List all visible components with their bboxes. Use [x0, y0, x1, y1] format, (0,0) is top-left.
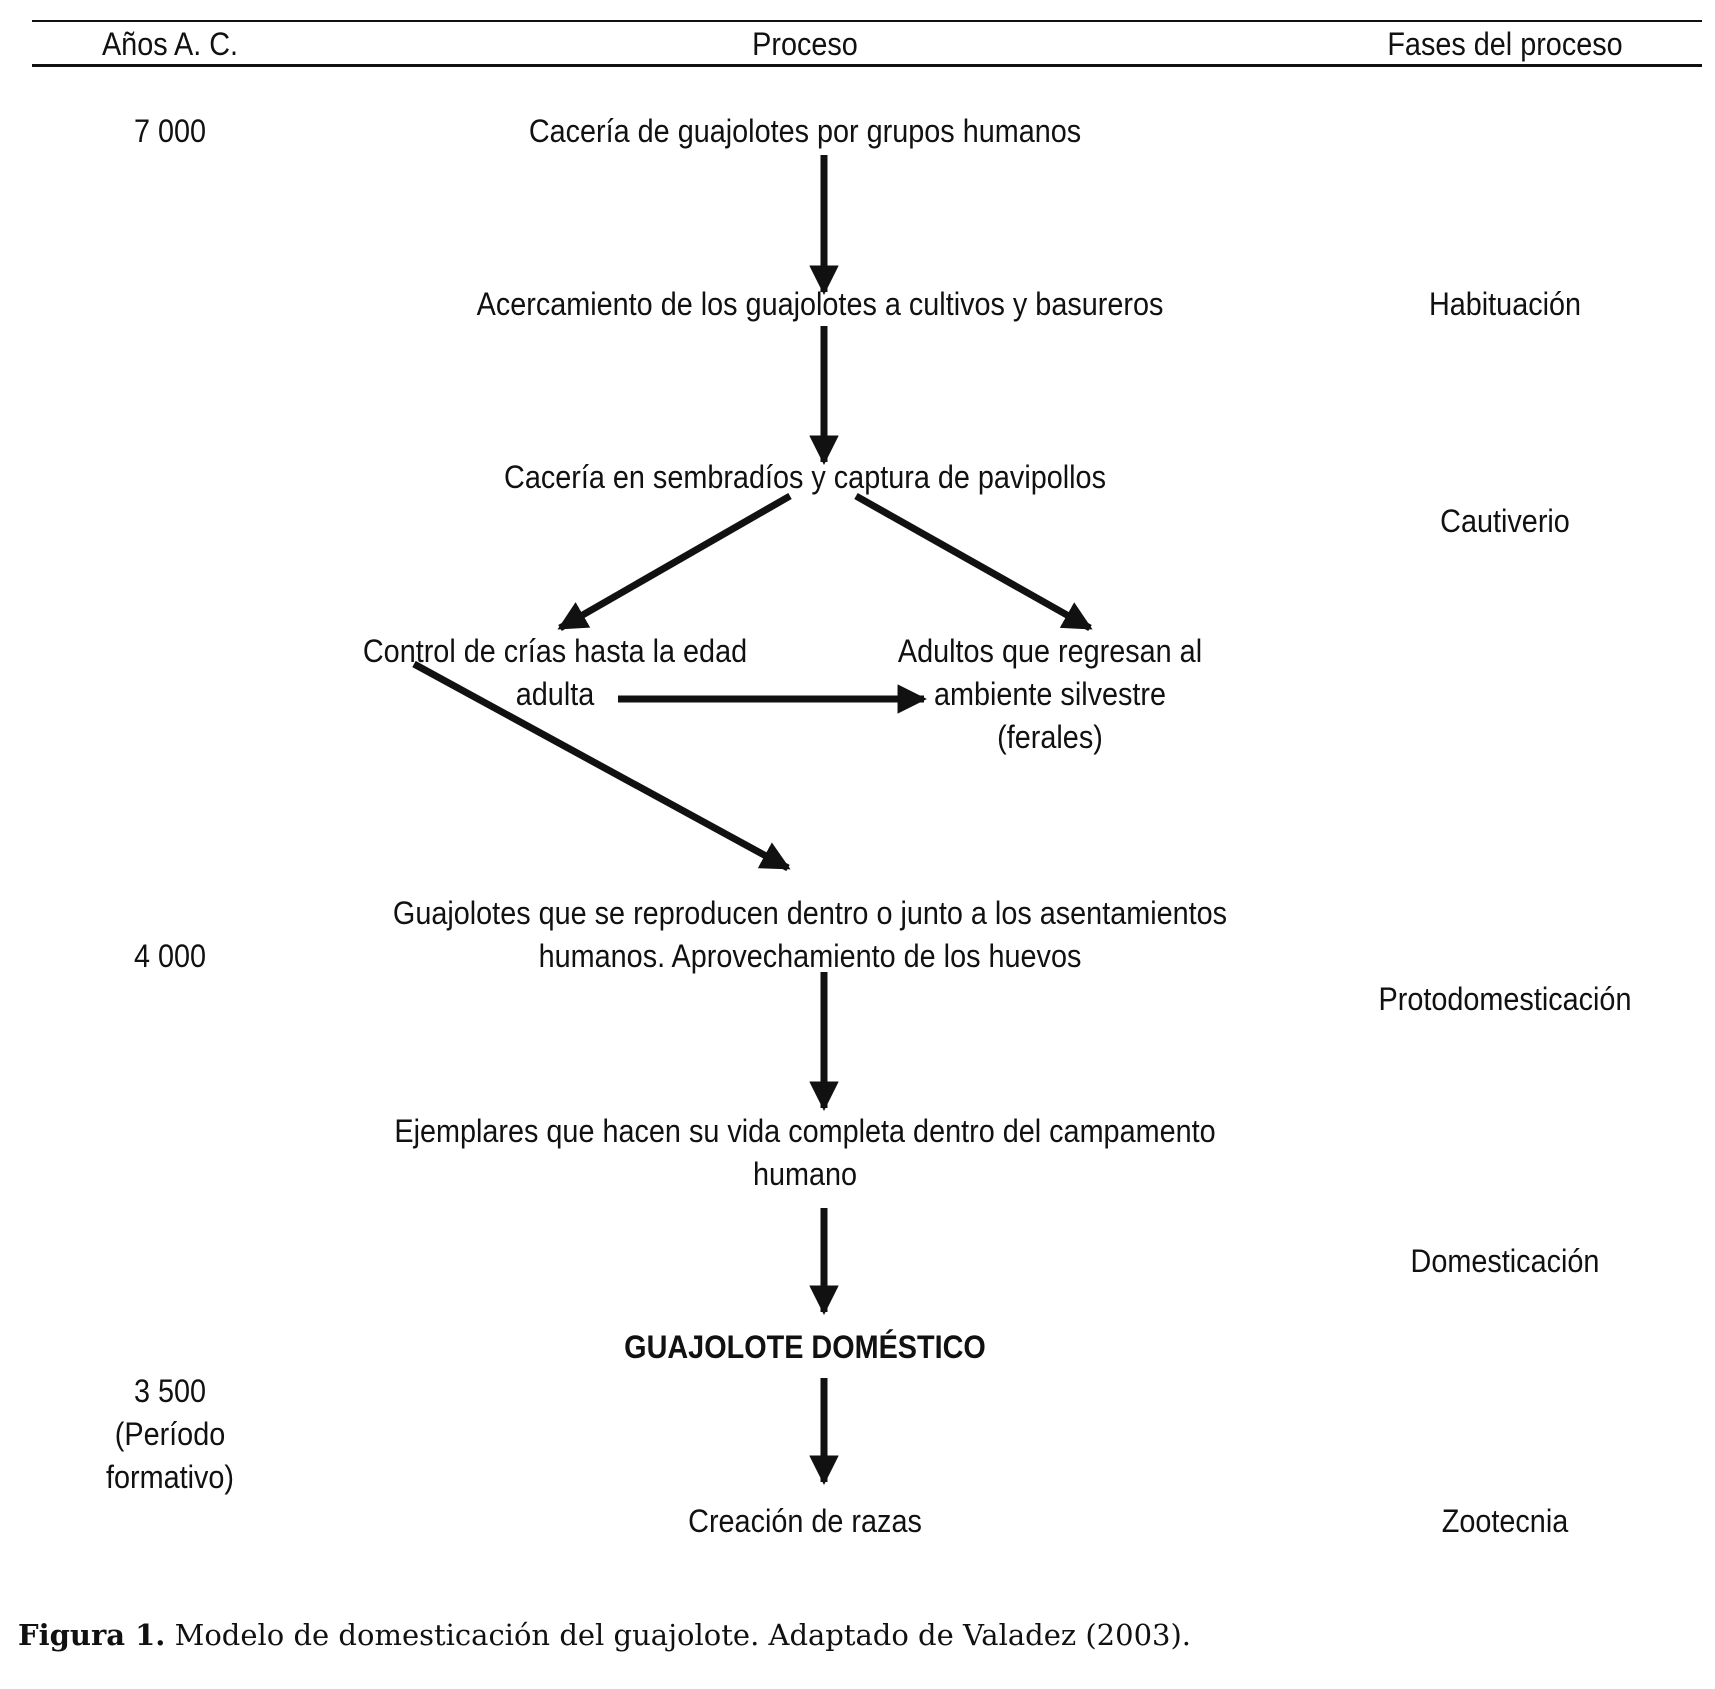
process-control-line1: Control de crías hasta la edad [362, 633, 748, 669]
header-years: Años A. C. [101, 26, 239, 62]
arrow-control-to-reproduce [412, 660, 791, 872]
figure-caption: Figura 1. Modelo de domesticación del gu… [18, 1615, 1191, 1655]
process-camp-block: Ejemplares que hacen su vida completa de… [369, 1110, 1242, 1196]
process-breeds: Creación de razas [688, 1503, 922, 1539]
process-domestic-turkey: GUAJOLOTE DOMÉSTICO [624, 1329, 986, 1365]
process-feral-line2: ambiente silvestre [933, 676, 1167, 712]
year-7000: 7 000 [133, 113, 207, 149]
header-phases: Fases del proceso [1387, 26, 1623, 62]
year-3500-period: (Período [114, 1416, 226, 1452]
process-reproduce-block: Guajolotes que se reproducen dentro o ju… [369, 892, 1251, 978]
phase-habituation: Habituación [1428, 286, 1582, 322]
year-3500: 3 500 [133, 1373, 207, 1409]
process-control-block: Control de crías hasta la edad adulta [335, 630, 776, 716]
process-hunting: Cacería de guajolotes por grupos humanos [528, 113, 1082, 149]
header-process: Proceso [752, 26, 858, 62]
table-header-rule [32, 64, 1702, 67]
figure-caption-label: Figura 1. [18, 1618, 166, 1652]
arrow-capture-to-feral [854, 492, 1093, 632]
table-top-rule [32, 20, 1702, 22]
process-feral-line3: (ferales) [997, 719, 1103, 755]
phase-protodomestication: Protodomesticación [1378, 981, 1632, 1017]
phase-domestication: Domesticación [1410, 1243, 1600, 1279]
arrow-capture-to-control [557, 492, 792, 632]
process-feral-block: Adultos que regresan al ambiente silvest… [879, 630, 1221, 759]
year-3500-formative: formativo) [105, 1459, 235, 1495]
process-reproduce-line2: humanos. Aprovechamiento de los huevos [538, 938, 1082, 974]
year-3500-block: 3 500 (Período formativo) [80, 1370, 260, 1499]
process-camp-line2: humano [752, 1156, 858, 1192]
process-control-line2: adulta [515, 676, 595, 712]
phase-zootechnics: Zootecnia [1441, 1503, 1569, 1539]
process-capture: Cacería en sembradíos y captura de pavip… [504, 459, 1106, 495]
process-reproduce-line1: Guajolotes que se reproducen dentro o ju… [392, 895, 1228, 931]
phase-captivity: Cautiverio [1440, 503, 1570, 539]
figure-caption-text: Modelo de domesticación del guajolote. A… [165, 1618, 1191, 1652]
process-camp-line1: Ejemplares que hacen su vida completa de… [394, 1113, 1216, 1149]
year-4000: 4 000 [133, 938, 207, 974]
process-feral-line1: Adultos que regresan al [897, 633, 1203, 669]
